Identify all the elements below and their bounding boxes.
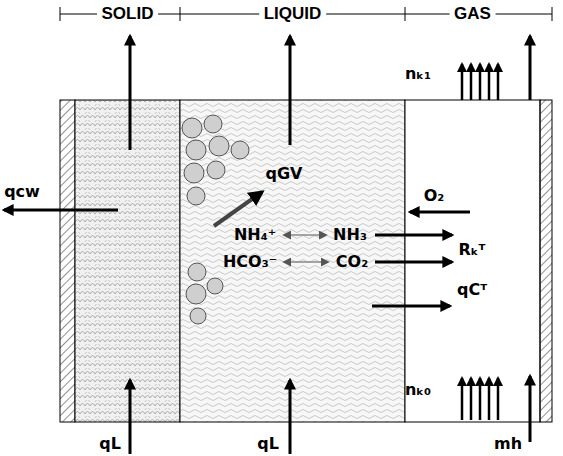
region-band: LIQUID [180, 100, 405, 422]
region-band: GAS [405, 100, 540, 422]
region-heading: SOLID [97, 5, 159, 24]
quantity-label: qL [98, 435, 122, 453]
quantity-label: O₂ [423, 187, 446, 205]
quantity-label: NH₄⁺ [233, 226, 277, 244]
quantity-label: mh [493, 435, 523, 453]
quantity-label: qGV [265, 165, 304, 183]
quantity-label: nₖ₁ [404, 65, 432, 83]
quantity-label: qL [256, 435, 280, 453]
quantity-label: CO₂ [335, 253, 369, 271]
region-heading: GAS [449, 5, 496, 24]
quantity-label: HCO₃⁻ [222, 253, 278, 271]
region-band: SOLID [75, 100, 180, 422]
region-heading: LIQUID [259, 5, 327, 24]
quantity-label: Rₖᵀ [458, 241, 487, 259]
quantity-label: qCᵀ [456, 281, 488, 299]
quantity-label: qcw [3, 183, 41, 201]
quantity-label: NH₃ [332, 226, 368, 244]
quantity-label: nₖ₀ [404, 381, 432, 399]
